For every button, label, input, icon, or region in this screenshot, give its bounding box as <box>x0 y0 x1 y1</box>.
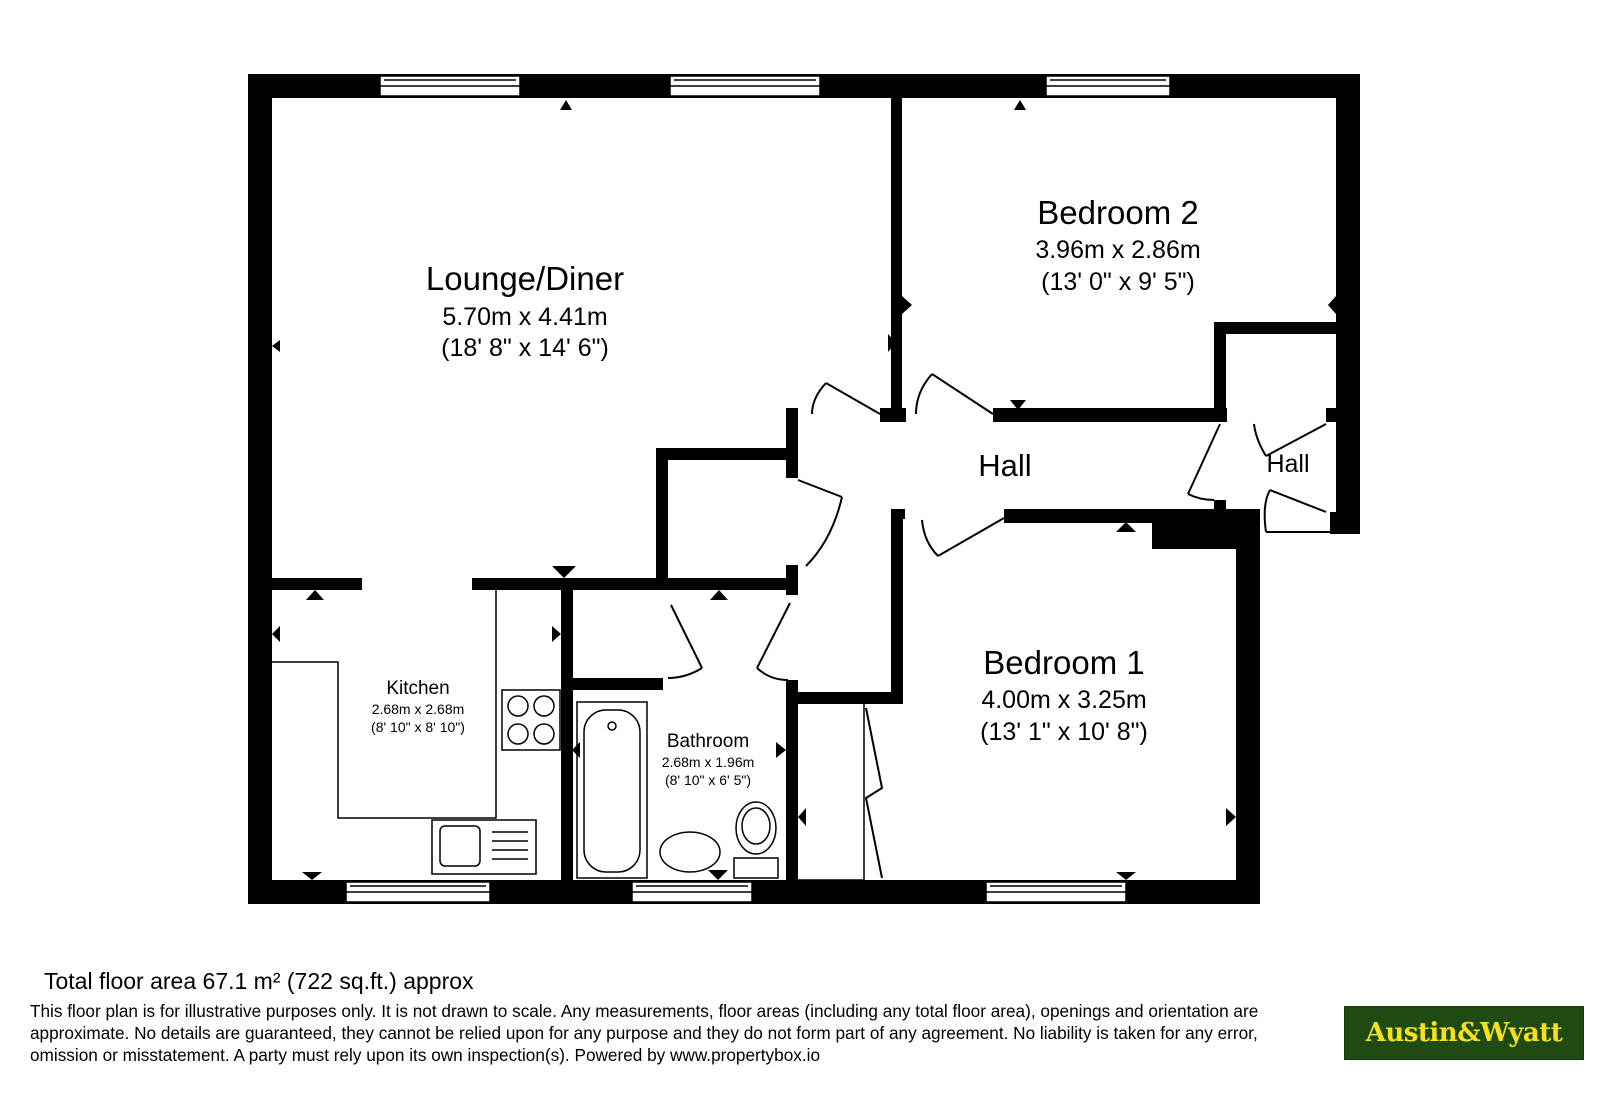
room-dimensions-metric: 2.68m x 1.96m <box>662 754 755 770</box>
room-name: Bedroom 2 <box>1037 194 1198 231</box>
room-bedroom-1: Bedroom 1 4.00m x 3.25m (13' 1" x 10' 8"… <box>980 644 1148 746</box>
room-bathroom: Bathroom 2.68m x 1.96m (8' 10" x 6' 5") <box>662 731 755 788</box>
room-name: Bathroom <box>667 731 749 752</box>
room-name: Kitchen <box>386 678 449 699</box>
room-name: Hall <box>978 448 1031 483</box>
room-dimensions-metric: 4.00m x 3.25m <box>981 686 1146 714</box>
room-dimensions-imperial: (18' 8" x 14' 6") <box>441 334 609 362</box>
room-lounge-diner: Lounge/Diner 5.70m x 4.41m (18' 8" x 14'… <box>426 260 624 362</box>
total-floor-area: Total floor area 67.1 m² (722 sq.ft.) ap… <box>44 968 474 994</box>
room-bedroom-2: Bedroom 2 3.96m x 2.86m (13' 0" x 9' 5") <box>1035 194 1200 296</box>
room-name: Hall <box>1266 450 1309 478</box>
room-dimensions-metric: 2.68m x 2.68m <box>372 701 465 717</box>
floor-plan: Lounge/Diner 5.70m x 4.41m (18' 8" x 14'… <box>248 74 1360 904</box>
room-dimensions-imperial: (8' 10" x 6' 5") <box>665 772 751 788</box>
hob-icon <box>501 689 561 751</box>
logo-text: Austin&Wyatt <box>1365 1018 1563 1048</box>
room-name: Bedroom 1 <box>983 644 1144 681</box>
room-dimensions-imperial: (13' 0" x 9' 5") <box>1041 268 1195 296</box>
room-dimensions-metric: 3.96m x 2.86m <box>1035 236 1200 264</box>
bath-icon <box>576 701 648 879</box>
disclaimer-text: This floor plan is for illustrative purp… <box>30 1001 1259 1065</box>
toilet-icon <box>733 857 779 879</box>
windows <box>345 75 1171 903</box>
room-name: Lounge/Diner <box>426 260 624 297</box>
room-kitchen: Kitchen 2.68m x 2.68m (8' 10" x 8' 10") <box>371 678 465 735</box>
room-dimensions-imperial: (13' 1" x 10' 8") <box>980 718 1148 746</box>
basin-icon <box>659 831 721 873</box>
room-hall: Hall <box>978 448 1031 483</box>
room-dimensions-imperial: (8' 10" x 8' 10") <box>371 719 465 735</box>
room-hall-small: Hall <box>1266 450 1309 478</box>
doors <box>667 373 1330 879</box>
kitchen-fixtures <box>272 590 561 875</box>
sink-icon <box>431 819 537 875</box>
agency-logo: Austin&Wyatt <box>1344 1006 1584 1060</box>
markers <box>272 100 1336 880</box>
room-dimensions-metric: 5.70m x 4.41m <box>442 303 607 331</box>
bathroom-fixtures <box>576 701 779 879</box>
